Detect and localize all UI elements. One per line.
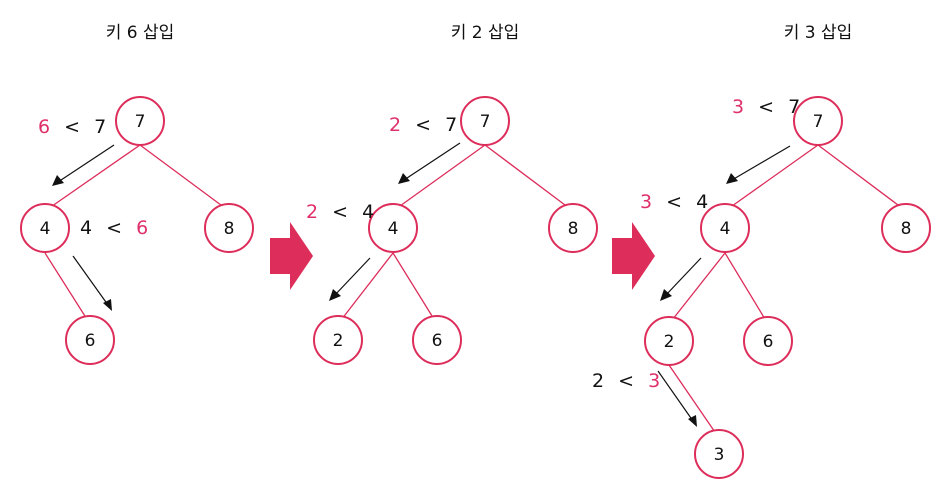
node-value: 6	[432, 331, 443, 351]
comparison-label: 6 < 7	[38, 116, 106, 138]
comparison-label: 3 < 4	[640, 191, 708, 213]
panel-insert-6: 키 6 삽입 7 4 8 6	[20, 23, 254, 365]
node-value: 7	[480, 112, 491, 132]
node-value: 7	[135, 112, 146, 132]
node-value: 7	[813, 112, 824, 132]
comparison-label: 2 < 3	[592, 370, 660, 392]
edge-2-3	[668, 364, 720, 439]
arrow-right-icon	[612, 222, 655, 290]
tree-node-right: 8	[881, 203, 931, 253]
arrow-right-icon	[270, 222, 313, 290]
comparison-label: 4 < 6	[80, 217, 148, 239]
traversal-arrows	[329, 142, 461, 301]
tree-node-left-right: 6	[743, 316, 793, 366]
arrowhead-icon	[329, 289, 341, 301]
traversal-arrow	[664, 257, 702, 297]
tree-node-left: 4	[700, 203, 750, 253]
panel-title: 키 2 삽입	[451, 23, 520, 43]
tree-node-inserted: 6	[65, 315, 115, 365]
edge-7-4	[44, 144, 141, 212]
traversal-arrow	[657, 370, 694, 422]
tree-edges	[44, 144, 230, 325]
arrowhead-icon	[398, 173, 410, 184]
edge-4-6	[392, 252, 438, 325]
arrowhead-icon	[52, 175, 64, 186]
traversal-arrow	[57, 144, 115, 183]
node-value: 6	[763, 332, 774, 352]
node-value: 2	[664, 332, 675, 352]
traversal-arrow	[333, 257, 371, 297]
tree-node-left: 4	[368, 203, 418, 253]
panel-title: 키 3 삽입	[784, 23, 853, 43]
node-value: 4	[720, 219, 731, 239]
traversal-arrow	[72, 255, 109, 306]
tree-node-root: 7	[115, 96, 165, 146]
node-value: 4	[40, 219, 51, 239]
comparison-label: 2 < 7	[389, 114, 457, 136]
tree-edges	[337, 144, 574, 325]
tree-edges	[668, 144, 907, 439]
tree-node-left: 4	[20, 203, 70, 253]
tree-node-right: 8	[204, 203, 254, 253]
tree-node-root: 7	[793, 96, 843, 146]
panel-insert-2: 키 2 삽입 7 4 8 2	[306, 23, 598, 365]
node-value: 8	[901, 219, 912, 239]
traversal-arrow	[731, 145, 791, 181]
node-value: 6	[85, 331, 96, 351]
edge-7-8	[817, 144, 907, 212]
edge-7-8	[484, 144, 574, 212]
node-value: 8	[224, 219, 235, 239]
edge-4-2	[337, 252, 394, 325]
comparison-label: 2 < 4	[306, 201, 374, 223]
edge-4-2	[668, 252, 726, 325]
edge-7-4	[392, 144, 486, 212]
traversal-arrow	[403, 142, 461, 181]
tree-node-root: 7	[460, 96, 510, 146]
edge-7-4	[724, 144, 819, 212]
tree-node-inserted: 3	[694, 429, 744, 479]
tree-node-inserted: 2	[313, 315, 363, 365]
tree-node-left-left: 2	[644, 316, 694, 366]
node-value: 3	[714, 445, 725, 465]
edge-4-6	[724, 252, 769, 325]
traversal-arrows	[52, 144, 115, 311]
node-value: 2	[333, 331, 344, 351]
panel-insert-3: 키 3 삽입 7 4 8	[592, 23, 931, 479]
arrowhead-icon	[726, 173, 738, 184]
node-value: 8	[568, 219, 579, 239]
node-value: 4	[388, 219, 399, 239]
traversal-arrows	[657, 145, 791, 427]
arrowhead-icon	[688, 415, 697, 427]
panel-title: 키 6 삽입	[106, 23, 175, 43]
tree-node-right: 8	[548, 203, 598, 253]
comparison-label: 3 < 7	[732, 96, 800, 118]
arrowhead-icon	[103, 299, 112, 311]
tree-node-left-right: 6	[412, 315, 462, 365]
edge-4-6	[44, 252, 91, 325]
arrowhead-icon	[660, 289, 672, 301]
edge-7-8	[139, 144, 230, 212]
